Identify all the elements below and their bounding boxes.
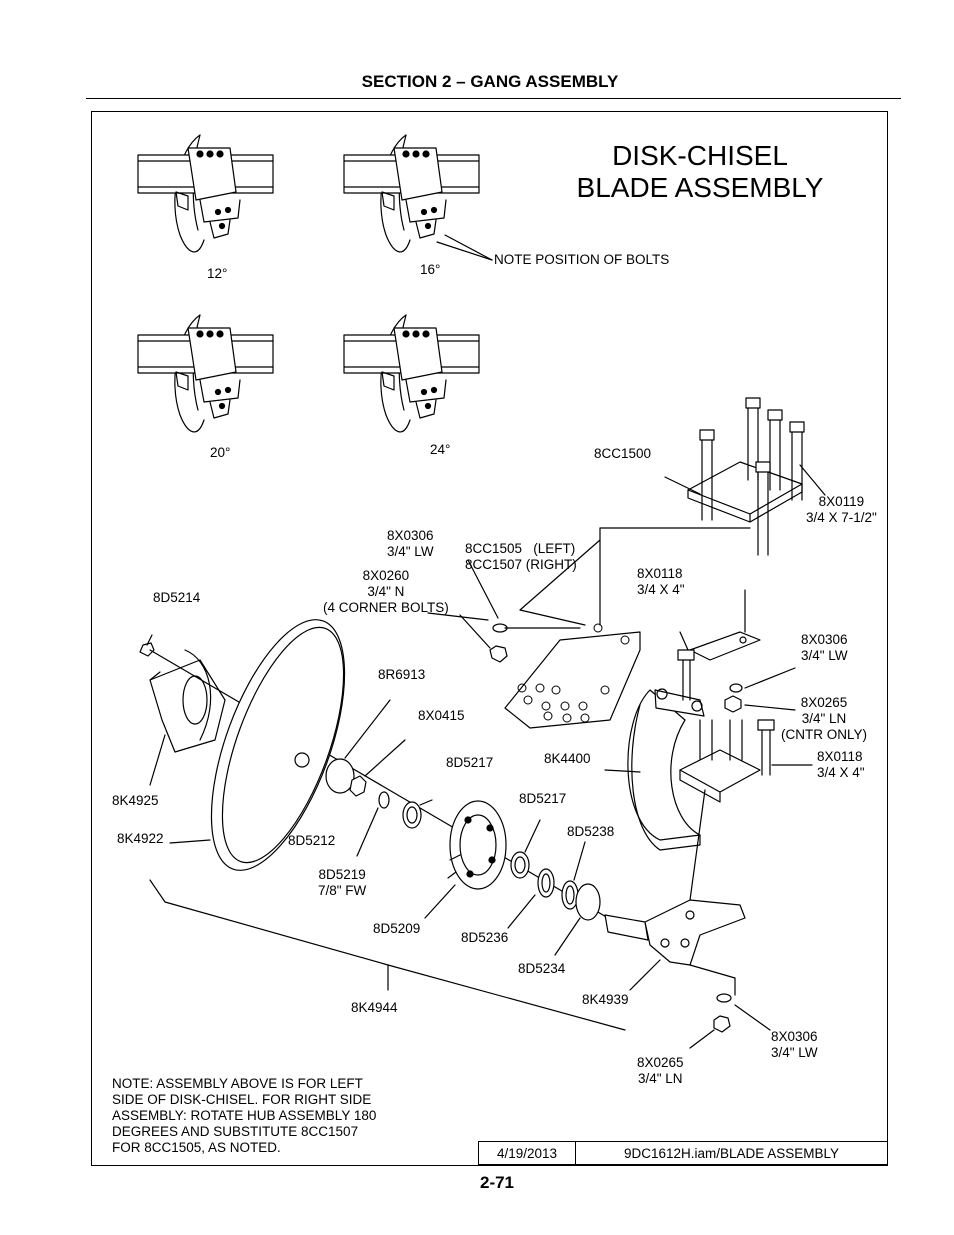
hub-8d5209 [449,800,507,890]
callout-8x0118-a: 8X0118 3/4 X 4" [637,566,685,597]
angle-label-24: 24° [430,442,451,457]
angle-view-24 [343,314,480,433]
note-line: ASSEMBLY: ROTATE HUB ASSEMBLY 180 [112,1108,377,1123]
callout-8k4922: 8K4922 [117,831,164,846]
section-title: SECTION 2 – GANG ASSEMBLY [361,72,619,91]
diagram-title: DISK-CHISEL BLADE ASSEMBLY [560,140,840,204]
callout-8d5217-b: 8D5217 [519,791,567,806]
callout-8x0118-b: 8X0118 3/4 X 4" [817,749,865,780]
callout-8d5217-a: 8D5217 [446,755,494,770]
callout-8x0306-a: 8X0306 3/4" LW [387,528,434,559]
washer-8x0306 [492,623,508,633]
callout-8k4944: 8K4944 [351,1000,398,1015]
callout-8x0306-b: 8X0306 3/4" LW [801,632,848,663]
title-line-2: BLADE ASSEMBLY [576,172,824,203]
header-rule [86,98,901,99]
callout-8k4939: 8K4939 [582,992,629,1007]
seal-8d5236 [537,868,555,898]
washer-8x0306-c [716,993,732,1003]
angle-label-20: 20° [210,445,231,460]
note-line: NOTE: ASSEMBLY ABOVE IS FOR LEFT [112,1076,363,1091]
callout-8x0306-c: 8X0306 3/4" LW [771,1029,818,1060]
callout-8d5212: 8D5212 [288,833,336,848]
callout-8d5236: 8D5236 [461,930,509,945]
callout-8d5214: 8D5214 [153,590,201,605]
cap-8d5234 [575,883,601,921]
callout-8r6913: 8R6913 [378,667,426,682]
disk-blade-8k4922 [210,619,346,871]
bearing-8d5217-b [510,851,530,879]
part-8k4925 [149,659,226,753]
callout-8x0265-b: 8X0265 3/4" LN [637,1055,684,1086]
callout-8k4925: 8K4925 [112,793,159,808]
nut-8x0260 [489,645,508,663]
note-line: FOR 8CC1505, AS NOTED. [112,1140,281,1155]
leader-8k4944 [149,879,626,1031]
callout-8cc1505: 8CC1505 (LEFT) 8CC1507 (RIGHT) [465,541,577,572]
spacer-8r6913 [325,758,355,794]
link-plate [654,689,705,717]
bolt-8x0118-b [761,729,771,776]
drawing-frame [91,111,888,1166]
assembly-note: NOTE: ASSEMBLY ABOVE IS FOR LEFT SIDE OF… [112,1076,432,1156]
callout-8d5238: 8D5238 [567,824,615,839]
angle-view-16 [343,134,480,253]
title-line-1: DISK-CHISEL [612,140,788,171]
callout-note-bolts: NOTE POSITION OF BOLTS [494,252,670,267]
angle-label-12: 12° [207,266,228,281]
callout-8x0260: 8X0260 3/4" N (4 CORNER BOLTS) [323,568,449,615]
callout-8x0415: 8X0415 [418,708,465,723]
page-number: 2-71 [479,1173,515,1192]
note-line: DEGREES AND SUBSTITUTE 8CC1507 [112,1124,359,1139]
angle-view-12 [137,134,274,253]
callout-8d5209: 8D5209 [373,921,421,936]
title-block-file: 9DC1612H.iam/BLADE ASSEMBLY [575,1141,888,1165]
part-8cc1500 [687,461,803,515]
nut-8x0265-b [713,1015,731,1033]
callout-8cc1500: 8CC1500 [594,446,652,461]
bearing-8d5217-a [402,801,422,829]
callout-8k4400: 8K4400 [544,751,591,766]
callout-8x0119: 8X0119 3/4 X 7-1/2" [806,494,877,525]
callout-8x0265-a: 8X0265 3/4" LN (CNTR ONLY) [781,695,867,742]
bolt-8x0118-a [682,659,691,701]
spindle-8k4939 [604,914,649,941]
callout-8d5234: 8D5234 [518,961,566,976]
callout-8d5219: 8D5219 7/8" FW [318,867,367,898]
bolts-8x0119 [699,397,805,556]
angle-view-20 [137,314,274,433]
note-line: SIDE OF DISK-CHISEL. FOR RIGHT SIDE [112,1092,372,1107]
part-8cc1505-plate [504,631,641,729]
angle-label-16: 16° [420,262,441,277]
title-block-date: 4/19/2013 [478,1141,576,1165]
part-8k4400 [627,689,701,841]
leader-note-bolts [444,234,493,261]
